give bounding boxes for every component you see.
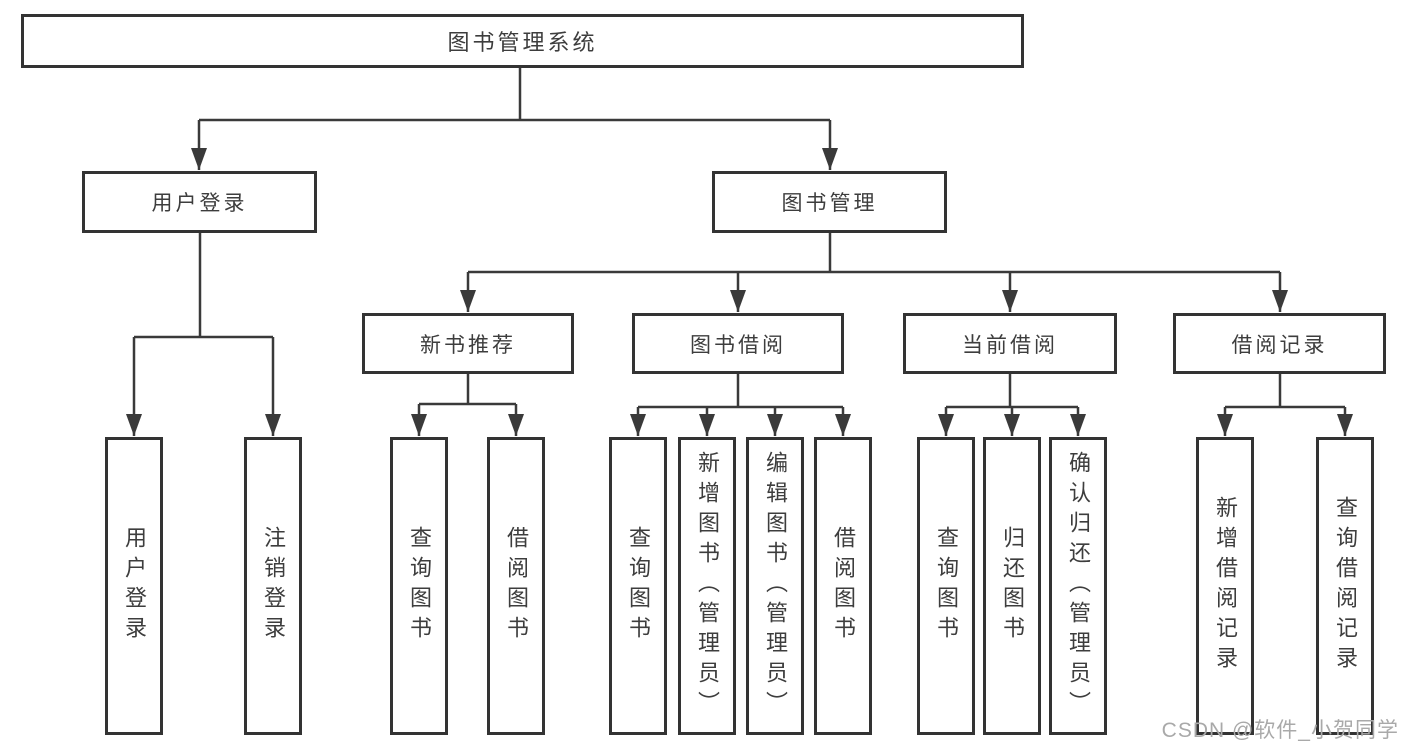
node-user-login-branch: 用户登录 bbox=[82, 171, 317, 233]
node-current-borrow: 当前借阅 bbox=[903, 313, 1117, 374]
node-leaf-confirm-return-admin: 确认归还（管理员） bbox=[1049, 437, 1107, 735]
node-book-borrow: 图书借阅 bbox=[632, 313, 844, 374]
node-leaf-edit-books-admin: 编辑图书（管理员） bbox=[746, 437, 804, 735]
node-new-book-recommend: 新书推荐 bbox=[362, 313, 574, 374]
node-leaf-query-books-2: 查询图书 bbox=[609, 437, 667, 735]
node-leaf-borrow-books-1: 借阅图书 bbox=[487, 437, 545, 735]
node-leaf-borrow-books-2: 借阅图书 bbox=[814, 437, 872, 735]
node-leaf-add-borrow-record: 新增借阅记录 bbox=[1196, 437, 1254, 735]
node-leaf-logout: 注销登录 bbox=[244, 437, 302, 735]
node-library-management-system: 图书管理系统 bbox=[21, 14, 1024, 68]
node-leaf-query-books-1: 查询图书 bbox=[390, 437, 448, 735]
node-leaf-return-books: 归还图书 bbox=[983, 437, 1041, 735]
node-borrow-records: 借阅记录 bbox=[1173, 313, 1386, 374]
node-book-management-branch: 图书管理 bbox=[712, 171, 947, 233]
node-leaf-query-books-3: 查询图书 bbox=[917, 437, 975, 735]
csdn-watermark: CSDN @软件_小贺同学 bbox=[1161, 719, 1399, 742]
node-leaf-user-login: 用户登录 bbox=[105, 437, 163, 735]
node-leaf-query-borrow-record: 查询借阅记录 bbox=[1316, 437, 1374, 735]
node-leaf-add-books-admin: 新增图书（管理员） bbox=[678, 437, 736, 735]
